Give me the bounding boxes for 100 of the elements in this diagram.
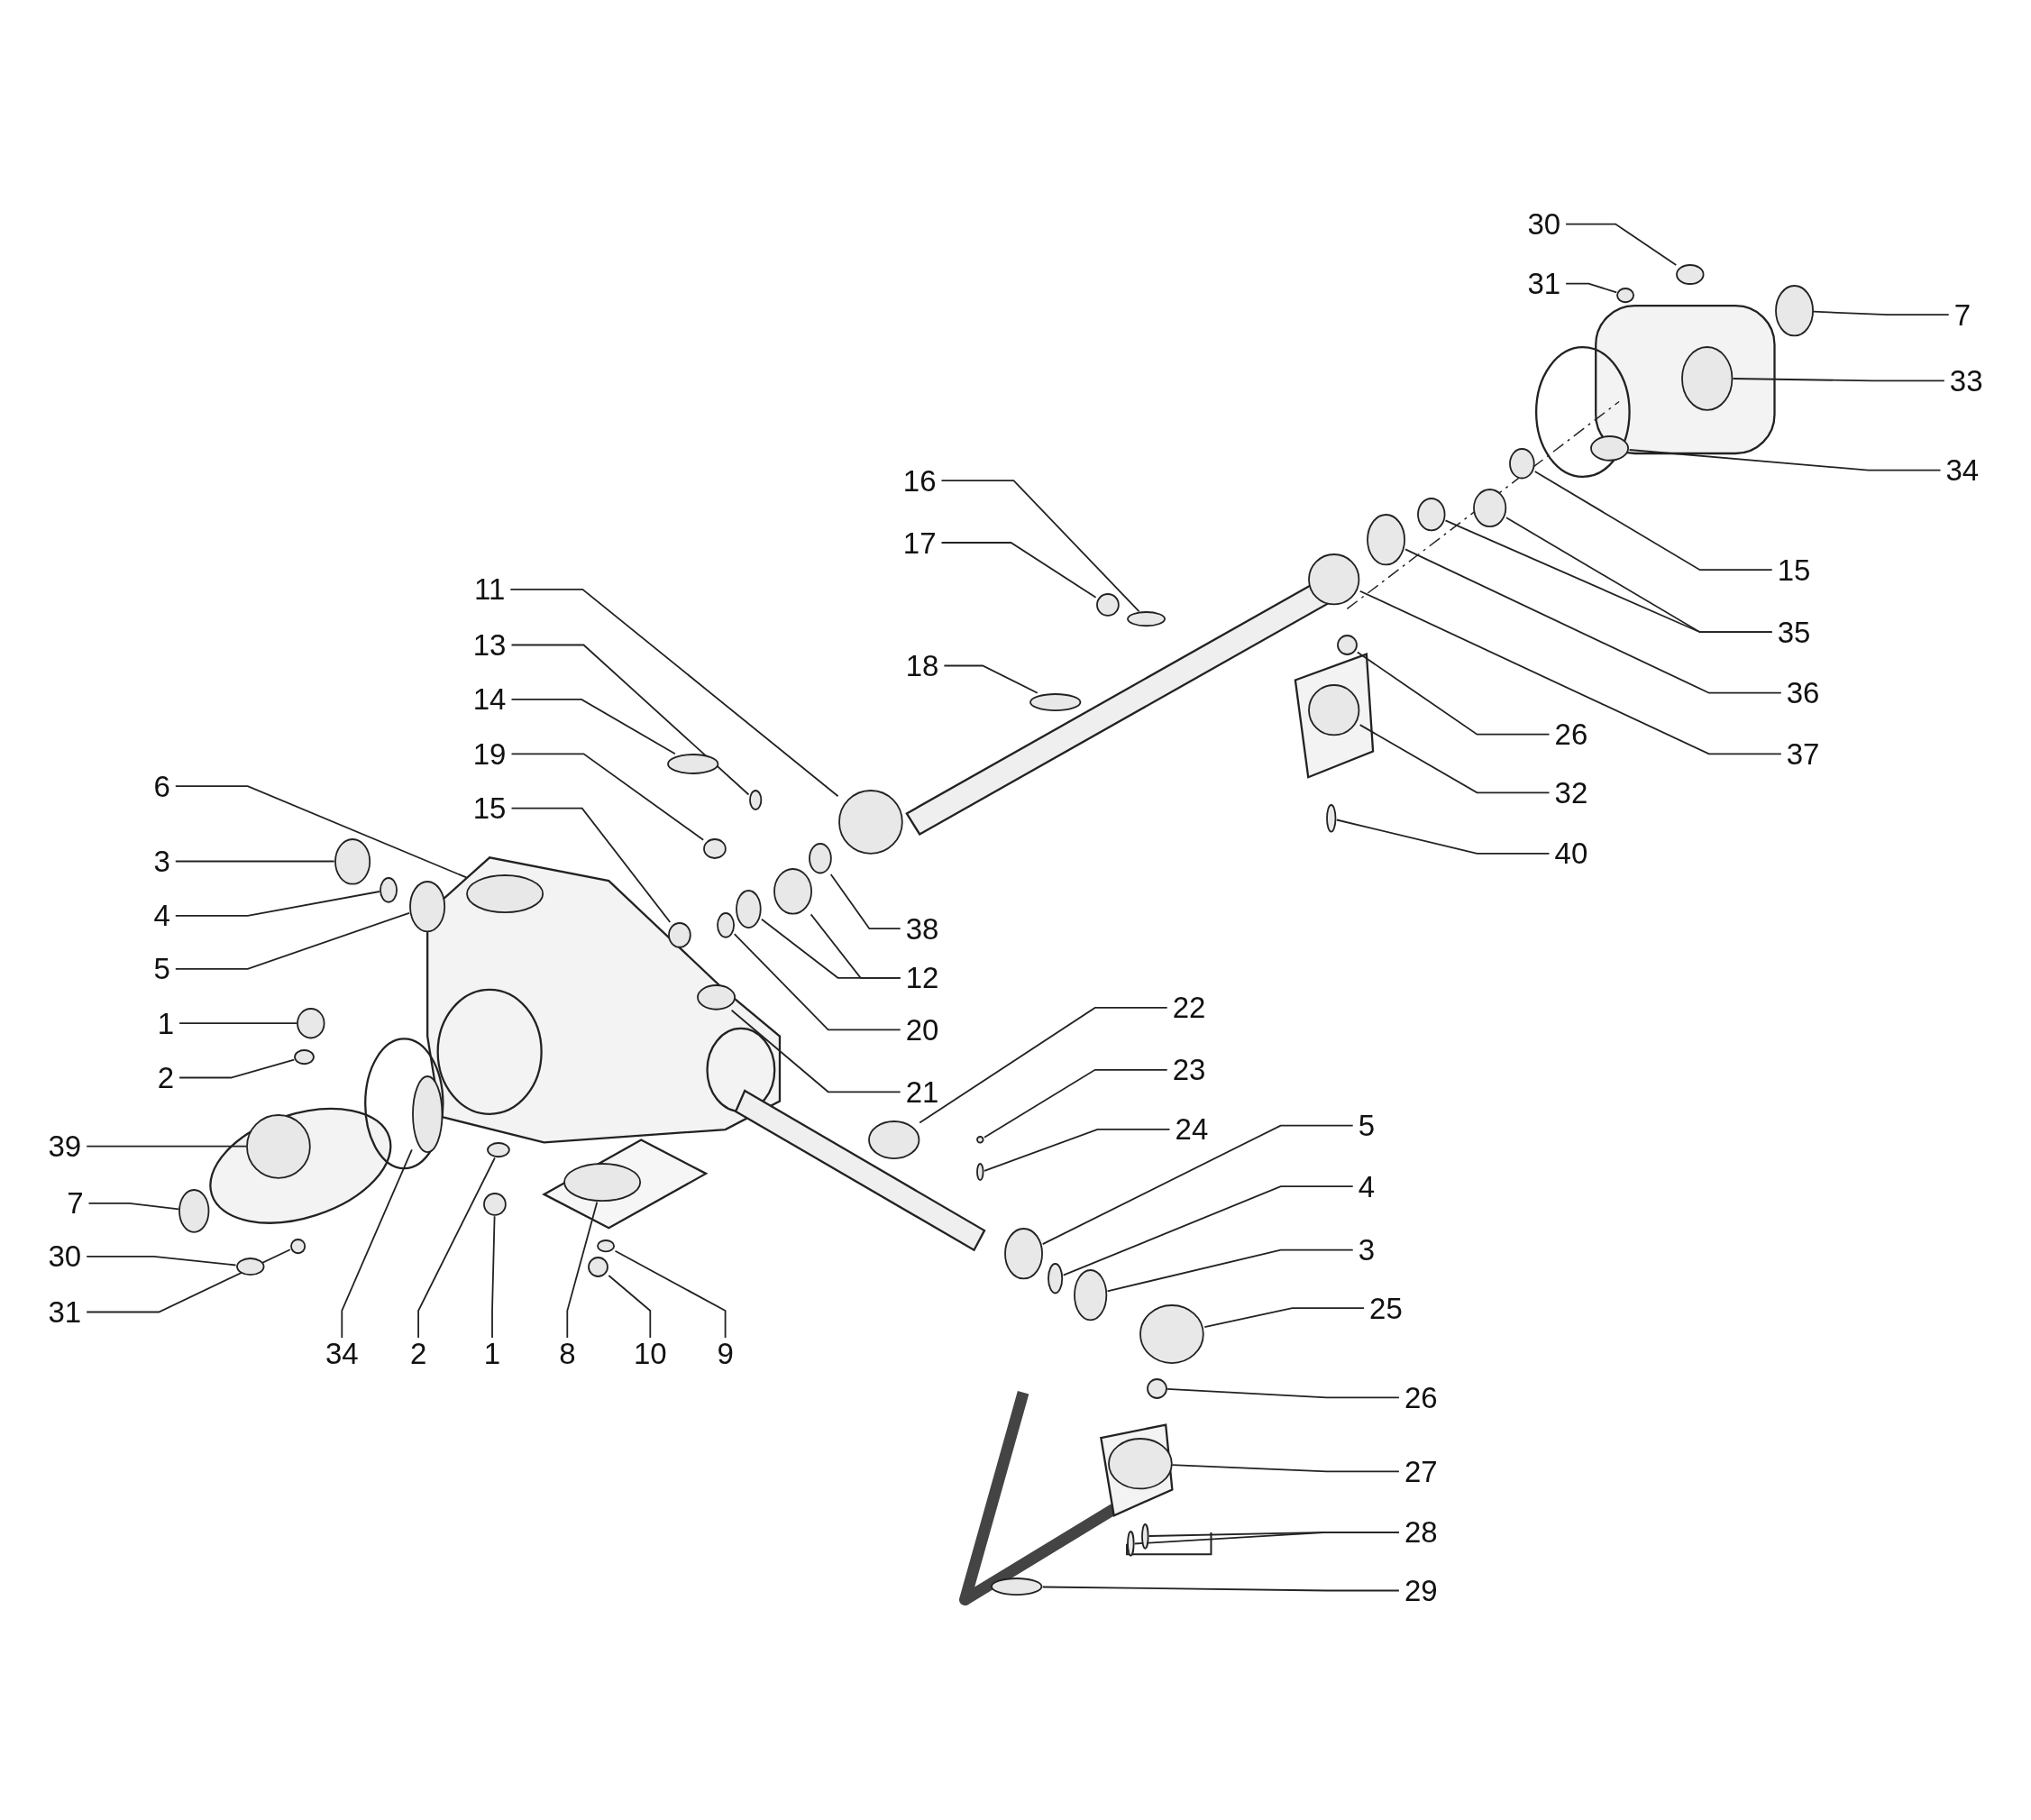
leader-line [919,1007,1168,1124]
ring-drawing [1048,1262,1064,1294]
callout-number: 17 [901,526,938,559]
callout-number: 1 [155,1007,177,1039]
callout-number: 21 [903,1075,941,1108]
callout-number: 1 [481,1338,503,1369]
leader-line [1444,519,1773,634]
callout-number: 18 [903,650,941,682]
bearing-drawing [178,1189,210,1233]
leader-line [510,644,750,796]
pin-drawing [1140,1523,1149,1550]
bearing-drawing [1003,1228,1043,1280]
pin-drawing [748,790,762,811]
callout-number: 20 [903,1013,941,1046]
nut-drawing [1146,1377,1167,1399]
pin-drawing [1127,1531,1135,1558]
washer-drawing [1616,287,1635,304]
leader-line [174,785,468,879]
callout-number: 4 [151,900,172,932]
shaft-drawing [1029,692,1082,711]
fork-drawing [1107,1437,1173,1490]
callout-number: 39 [46,1130,84,1163]
callout-number: 3 [151,846,172,877]
plate-drawing [563,1163,642,1203]
callout-number: 26 [1552,718,1590,751]
callout-number: 7 [1952,298,1972,331]
leader-line [1812,310,1950,316]
pin-drawing [1326,804,1337,833]
worm-shaft-drawing [867,1120,920,1159]
callout-number: 23 [1170,1054,1208,1086]
callout-number: 27 [1402,1455,1440,1487]
leader-line [1359,724,1551,794]
bolt-drawing [235,1258,265,1276]
leader-line [509,588,839,798]
leader-line [1148,1531,1400,1537]
gearbox-housing-drawing [466,873,544,913]
callout-number: 29 [1402,1574,1440,1606]
leader-line [178,1058,296,1079]
callout-number: 6 [151,770,172,802]
leader-line [510,807,672,923]
callout-number: 19 [471,737,508,770]
washer-drawing [808,843,832,874]
callout-number: 3 [1356,1234,1377,1267]
leader-line [86,1255,237,1267]
bolt-drawing [588,1256,609,1277]
callout-number: 9 [715,1338,736,1369]
leader-line [730,1009,901,1093]
leader-line [761,918,901,979]
plug-drawing [482,1193,507,1217]
bush-drawing [1095,593,1120,617]
leader-line [1171,1464,1400,1473]
callout-number: 37 [1784,737,1822,770]
leader-line [1203,1307,1365,1329]
washer-drawing [668,922,692,948]
leader-line [983,1068,1168,1139]
callout-number: 30 [46,1240,84,1273]
callout-number: 8 [557,1338,578,1369]
leader-line [608,1275,652,1339]
leader-line [1335,819,1551,855]
callout-number: 14 [471,683,508,716]
leader-line [1041,1586,1400,1592]
callout-number: 4 [1356,1170,1377,1203]
callout-number: 12 [903,962,941,994]
callout-number: 22 [1170,992,1208,1024]
leader-line [1565,223,1678,266]
ring-drawing [380,876,398,903]
leader-line [943,664,1038,694]
flange-housing-drawing [1681,345,1734,411]
callout-number: 34 [1944,454,1981,487]
callout-number: 13 [471,629,508,662]
leader-line [1359,590,1782,755]
washer-drawing [289,1238,306,1254]
callout-number: 15 [1775,553,1813,586]
collar-drawing [1308,553,1360,605]
leader-line [1166,1388,1400,1399]
leader-line [341,1148,413,1339]
callout-number: 40 [1552,837,1590,870]
nut-drawing [1336,635,1358,656]
leader-line [1041,1124,1354,1245]
callout-number: 26 [1402,1381,1440,1413]
o-ring-drawing [411,1075,444,1153]
leader-line [1565,282,1618,294]
o-ring-drawing [1590,434,1630,462]
callout-number: 2 [155,1061,177,1093]
leader-line [614,1249,727,1339]
callout-number: 30 [1525,208,1563,241]
leader-line [510,753,705,841]
sleeve-drawing [1139,1303,1205,1364]
leader-line [178,1022,297,1024]
pin-drawing [976,1163,984,1182]
bearing-drawing [409,881,446,933]
leader-line [1732,378,1945,382]
plug-drawing [297,1007,325,1039]
callout-number: 10 [631,1338,669,1369]
leader-line [983,1129,1171,1172]
gear-drawing [837,790,903,855]
leader-line [829,873,901,930]
cap-drawing [703,837,727,859]
callout-number: 24 [1173,1113,1211,1146]
callout-number: 33 [1947,364,1985,397]
